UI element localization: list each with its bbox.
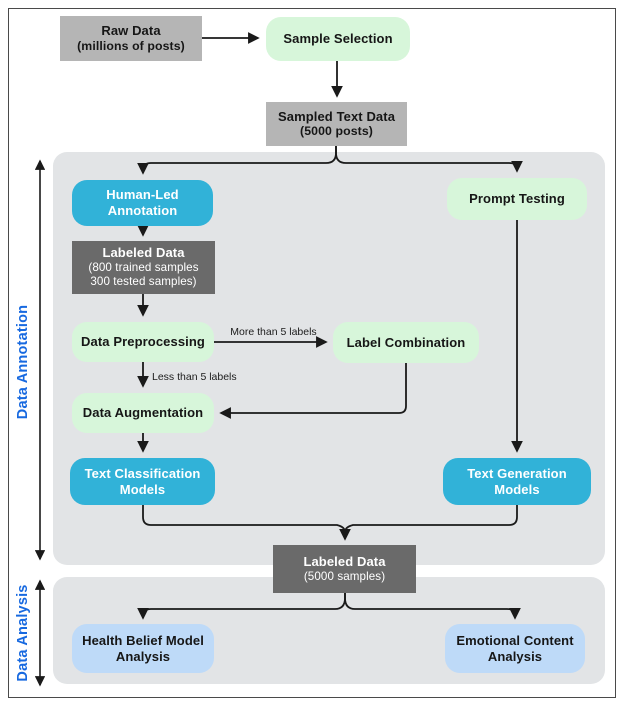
- node-label: Prompt Testing: [469, 191, 565, 207]
- node-label: Data Preprocessing: [81, 334, 205, 350]
- node-label: Label Combination: [346, 334, 466, 350]
- node-health-belief-model-analysis: Health Belief Model Analysis: [72, 624, 214, 673]
- node-human-led-annotation: Human-Led Annotation: [72, 180, 213, 226]
- node-title: Labeled Data: [303, 553, 386, 569]
- node-data-augmentation: Data Augmentation: [72, 393, 214, 433]
- node-title: Sampled Text Data: [277, 108, 396, 124]
- node-subtitle: (millions of posts): [77, 38, 185, 53]
- edge-label-less-than-5: Less than 5 labels: [152, 371, 237, 383]
- node-label: Human-Led Annotation: [106, 187, 179, 218]
- node-sampled-text-data: Sampled Text Data (5000 posts): [266, 102, 407, 146]
- node-text-classification-models: Text Classification Models: [70, 458, 215, 505]
- node-subtitle: (5000 posts): [300, 124, 373, 139]
- node-label-combination: Label Combination: [333, 322, 479, 363]
- node-subtitle: (5000 samples): [303, 569, 386, 583]
- node-data-preprocessing: Data Preprocessing: [72, 322, 214, 362]
- node-emotional-content-analysis: Emotional Content Analysis: [445, 624, 585, 673]
- node-subtitle-line3: 300 tested samples): [90, 275, 197, 289]
- node-labeled-data-train-test: Labeled Data (800 trained samples 300 te…: [72, 241, 215, 294]
- edge-label-more-than-5: More than 5 labels: [230, 326, 317, 338]
- node-prompt-testing: Prompt Testing: [447, 178, 587, 220]
- node-subtitle-line2: (800 trained samples: [88, 260, 199, 274]
- section-label-data-analysis: Data Analysis: [15, 584, 31, 682]
- node-title: Raw Data: [101, 23, 161, 39]
- section-label-data-annotation: Data Annotation: [15, 304, 31, 420]
- node-sample-selection: Sample Selection: [266, 17, 410, 61]
- node-label: Data Augmentation: [82, 405, 204, 421]
- node-label: Text Generation Models: [467, 465, 567, 497]
- node-labeled-data-5000: Labeled Data (5000 samples): [273, 545, 416, 593]
- node-label: Sample Selection: [283, 31, 393, 47]
- node-text-generation-models: Text Generation Models: [443, 458, 591, 505]
- node-raw-data: Raw Data (millions of posts): [60, 16, 202, 61]
- node-label: Health Belief Model Analysis: [82, 632, 204, 664]
- node-label: Emotional Content Analysis: [456, 632, 574, 664]
- node-label: Text Classification Models: [84, 465, 201, 497]
- node-title: Labeled Data: [102, 245, 185, 261]
